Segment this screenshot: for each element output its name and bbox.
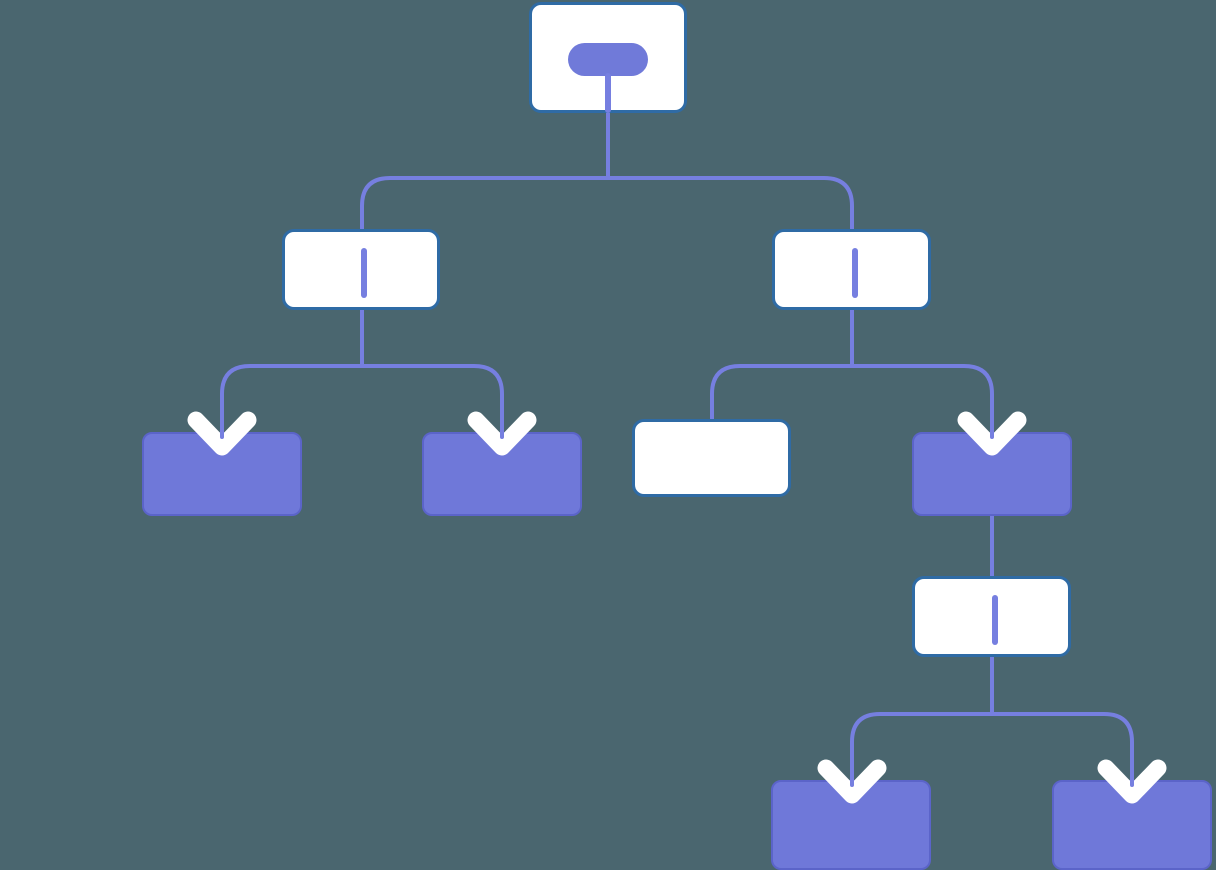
level3-stub-marker [992,595,998,645]
level2-node-a[interactable] [142,432,302,516]
level1-left-stub-marker [361,248,367,298]
level1-right-node[interactable] [772,229,931,310]
level2-node-c[interactable] [632,419,791,497]
level4-node-b[interactable] [1052,780,1212,870]
level1-right-stub-marker [852,248,858,298]
root-stem-marker [605,73,611,113]
level2-node-d[interactable] [912,432,1072,516]
root-pill-marker [568,43,648,76]
level4-node-a[interactable] [771,780,931,870]
root-node[interactable] [529,2,687,113]
level3-node[interactable] [912,576,1071,657]
level1-left-node[interactable] [282,229,440,310]
level2-node-b[interactable] [422,432,582,516]
